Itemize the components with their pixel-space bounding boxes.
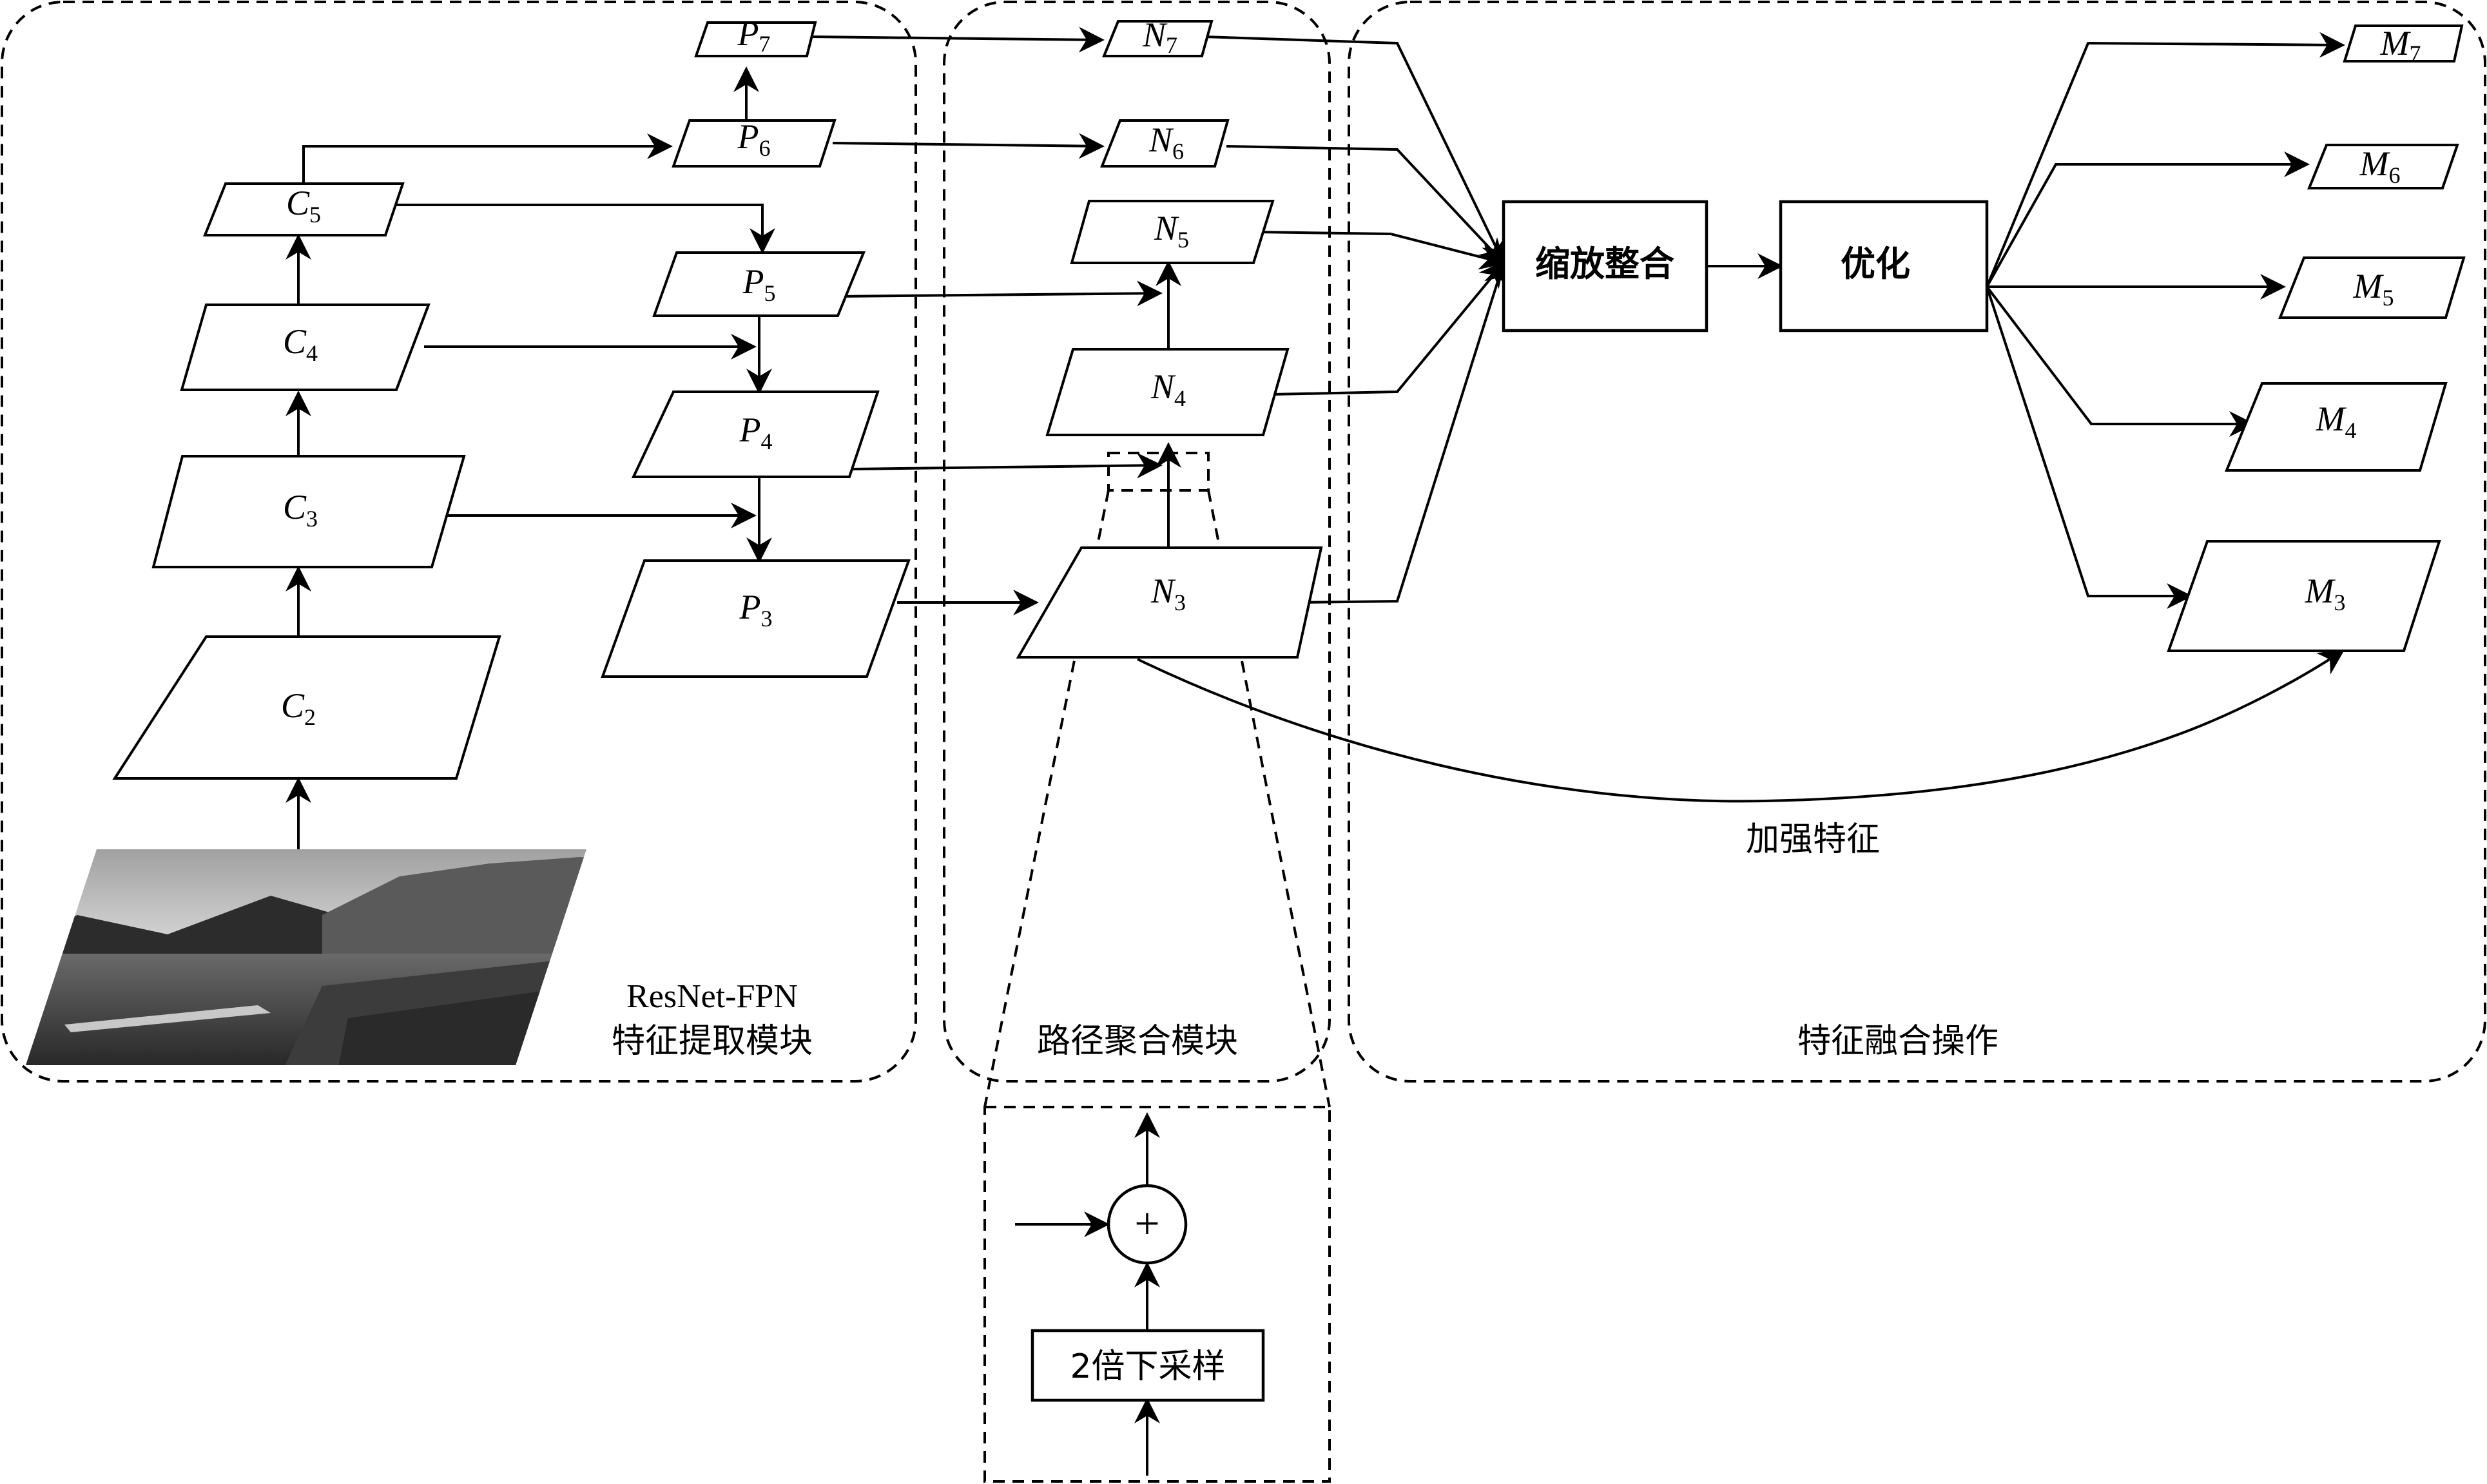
node-m3-label: M3 — [2305, 572, 2346, 615]
node-c5-label: C5 — [286, 184, 321, 227]
node-p4-label: P4 — [739, 410, 773, 454]
node-m4-label: M4 — [2316, 400, 2357, 443]
optimize-label: 优化 — [1841, 244, 1910, 284]
node-c3-label: C3 — [283, 488, 318, 532]
node-m7 — [2343, 24, 2464, 63]
node-p3-label: P3 — [739, 588, 773, 631]
node-n4-label: N4 — [1150, 367, 1186, 411]
node-p6 — [672, 119, 837, 168]
node-n7-label: N7 — [1142, 15, 1177, 58]
node-p5-label: P5 — [742, 262, 776, 306]
node-n6 — [1100, 119, 1230, 168]
downsample-label: 2倍下采样 — [1070, 1347, 1225, 1386]
resnet-fpn-title: ResNet-FPN — [626, 978, 798, 1015]
node-p6-label: P6 — [737, 117, 771, 161]
add-operator — [1107, 1184, 1188, 1265]
node-n3-label: N3 — [1150, 572, 1186, 615]
optimize-box — [1779, 200, 1989, 332]
node-n7 — [1102, 20, 1214, 57]
downsample-detail-region — [983, 1106, 1331, 1483]
node-m5-label: M5 — [2353, 267, 2394, 311]
scale-integrate-label: 缩放整合 — [1535, 244, 1674, 284]
downsample-box — [1031, 1329, 1265, 1402]
node-m3 — [2167, 540, 2441, 652]
node-n4 — [1045, 348, 1290, 436]
node-c2 — [112, 635, 501, 780]
node-m4 — [2225, 382, 2448, 472]
node-p7 — [694, 21, 817, 57]
node-n6-label: N6 — [1148, 120, 1184, 164]
node-c2-label: C2 — [281, 686, 316, 730]
resnet-fpn-subtitle: 特征提取模块 — [612, 1022, 813, 1061]
node-c3 — [151, 455, 466, 568]
node-m6-label: M6 — [2359, 144, 2401, 188]
node-p5 — [652, 251, 866, 317]
feature-fusion-title: 特征融合操作 — [1797, 1022, 1998, 1061]
enhanced-feature-label: 加强特征 — [1746, 820, 1880, 859]
plus-icon: + — [1134, 1199, 1159, 1249]
node-p3 — [601, 559, 911, 678]
node-n5-label: N5 — [1154, 209, 1189, 253]
edges — [285, 26, 2345, 1476]
node-n3 — [1016, 546, 1323, 659]
node-c5 — [203, 182, 405, 236]
resnet-fpn-region — [1, 1, 917, 1083]
zoom-highlight-box — [1107, 452, 1210, 492]
path-aggregation-title: 路径聚合模块 — [1037, 1022, 1238, 1061]
node-p7-label: P7 — [737, 14, 771, 57]
node-c4-label: C4 — [283, 322, 318, 366]
feature-fusion-region — [1348, 1, 2486, 1083]
input-image — [26, 849, 586, 1065]
node-p4 — [631, 390, 880, 478]
node-n5 — [1070, 200, 1275, 264]
scale-integrate-box — [1502, 200, 1708, 332]
node-m6 — [2307, 144, 2459, 189]
node-m5 — [2278, 256, 2466, 319]
path-aggregation-region — [943, 1, 1331, 1083]
node-c4 — [180, 304, 431, 391]
node-m7-label: M7 — [2380, 24, 2421, 66]
